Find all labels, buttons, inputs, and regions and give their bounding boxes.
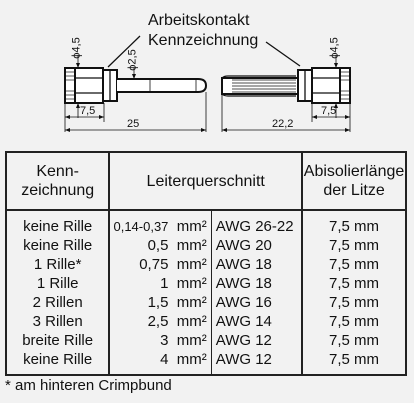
cell-querschnitt: 2,5 mm²	[109, 312, 211, 331]
cell-awg: AWG 18	[210, 274, 304, 293]
cell-kennzeichnung: 3 Rillen	[4, 312, 111, 331]
dim-diameter-pin: ϕ2,5	[126, 49, 139, 71]
cell-abisolierlaenge: 7,5 mm	[302, 236, 407, 255]
cell-querschnitt: 1,5 mm²	[109, 293, 211, 312]
cell-kennzeichnung: breite Rille	[4, 331, 111, 350]
cell-querschnitt-unit: mm²	[176, 351, 207, 368]
cell-querschnitt-value: 3	[160, 332, 169, 349]
cell-querschnitt: 3 mm²	[109, 331, 211, 350]
cell-querschnitt: 0,75 mm²	[109, 255, 211, 274]
cell-abisolierlaenge: 7,5 mm	[302, 274, 407, 293]
cell-querschnitt-unit: mm²	[176, 218, 207, 235]
cell-querschnitt-value: 0,75	[139, 256, 169, 273]
cell-querschnitt-unit: mm²	[176, 237, 207, 254]
cell-kennzeichnung: 2 Rillen	[4, 293, 111, 312]
cell-awg: AWG 20	[210, 236, 304, 255]
drawing-caption-line1: Arbeitskontakt	[148, 12, 250, 29]
cell-awg: AWG 12	[210, 331, 304, 350]
cell-abisolierlaenge: 7,5 mm	[302, 331, 407, 350]
cell-abisolierlaenge: 7,5 mm	[302, 210, 407, 236]
dim-length-right-barrel: 7,5	[321, 105, 337, 117]
dim-length-socket: 22,2	[272, 118, 294, 130]
cell-awg: AWG 14	[210, 312, 304, 331]
cell-awg: AWG 18	[210, 255, 304, 274]
dim-diameter-left: ϕ4,5	[70, 37, 83, 59]
cell-querschnitt: 4 mm²	[109, 350, 212, 376]
cell-querschnitt-value: 1	[160, 275, 169, 292]
cell-querschnitt-value: 4	[160, 351, 169, 368]
contact-technical-drawing	[64, 35, 351, 132]
header-abisolierlaenge: Abisolierlänge der Litze	[301, 151, 407, 211]
header-kennzeichnung: Kenn- zeichnung	[4, 151, 111, 211]
leader-line-right	[265, 41, 301, 67]
cell-kennzeichnung: keine Rille	[4, 236, 111, 255]
cell-querschnitt-value: 1,5	[147, 294, 169, 311]
contact-drawing: Arbeitskontakt Kennzeichnung ϕ4,5 ϕ2,5 ϕ…	[0, 0, 414, 142]
cell-querschnitt-unit: mm²	[176, 275, 207, 292]
cell-querschnitt-value: 2,5	[147, 313, 169, 330]
dim-length-pin: 25	[127, 118, 140, 130]
cell-querschnitt: 1 mm²	[109, 274, 211, 293]
cell-kennzeichnung: keine Rille	[4, 210, 111, 236]
footnote: * am hinteren Crimpbund	[5, 377, 172, 394]
cell-querschnitt: 0,14-0,37 mm²	[109, 210, 211, 236]
cell-kennzeichnung: keine Rille	[4, 350, 111, 376]
cell-querschnitt-unit: mm²	[176, 256, 207, 273]
cell-awg: AWG 26-22	[210, 210, 304, 236]
cell-abisolierlaenge: 7,5 mm	[302, 255, 407, 274]
cell-querschnitt-unit: mm²	[176, 332, 207, 349]
dim-length-left-barrel: 7,5	[80, 105, 96, 117]
cell-abisolierlaenge: 7,5 mm	[302, 350, 407, 376]
leader-line-left	[107, 35, 141, 68]
cell-kennzeichnung: 1 Rille*	[4, 255, 111, 274]
cell-querschnitt-unit: mm²	[176, 313, 207, 330]
drawing-caption-line2: Kennzeichnung	[148, 32, 259, 49]
cell-querschnitt-value: 0,5	[147, 237, 169, 254]
cell-querschnitt-unit: mm²	[176, 294, 207, 311]
socket-contact	[221, 55, 351, 132]
cell-querschnitt: 0,5 mm²	[109, 236, 211, 255]
cell-kennzeichnung: 1 Rille	[4, 274, 111, 293]
cell-abisolierlaenge: 7,5 mm	[302, 293, 407, 312]
cell-querschnitt-value: 0,14-0,37	[113, 219, 169, 234]
header-leiterquerschnitt: Leiterquerschnitt	[108, 151, 304, 211]
dim-diameter-right: ϕ4,5	[328, 37, 341, 59]
pin-contact	[64, 55, 208, 132]
cell-awg: AWG 16	[210, 293, 304, 312]
wire-spec-table: Kenn- zeichnung Leiterquerschnitt Abisol…	[4, 151, 407, 376]
table-header-row: Kenn- zeichnung Leiterquerschnitt Abisol…	[4, 151, 407, 211]
cell-awg: AWG 12	[210, 350, 304, 376]
cell-abisolierlaenge: 7,5 mm	[302, 312, 407, 331]
